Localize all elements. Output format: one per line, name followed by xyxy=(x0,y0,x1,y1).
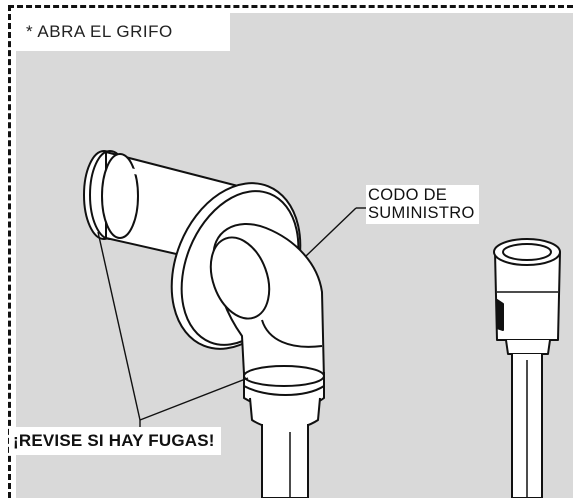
connector-detail xyxy=(496,299,504,331)
supply-elbow xyxy=(83,150,325,498)
supply-elbow-label-line1: CODO DE xyxy=(368,186,448,204)
leader-leak-thread xyxy=(97,231,141,421)
dashed-border-top xyxy=(8,5,573,8)
supply-elbow-label: CODO DE SUMINISTRO xyxy=(366,185,479,224)
supply-elbow-label-line2: SUMINISTRO xyxy=(368,203,475,222)
collar-top xyxy=(243,365,325,387)
hose-connector xyxy=(493,238,561,498)
lower-hose xyxy=(261,424,309,498)
elbow-opening xyxy=(209,236,271,320)
leader-lines xyxy=(97,207,366,432)
pipe-collar xyxy=(101,153,139,239)
leader-elbow xyxy=(305,207,357,257)
elbow-bend xyxy=(261,319,323,348)
instruction-text: * ABRA EL GRIFO xyxy=(16,13,230,51)
connector-opening xyxy=(502,243,552,261)
leader-leak-collar xyxy=(139,377,249,421)
leak-check-label: ¡REVISE SI HAY FUGAS! xyxy=(9,427,221,456)
connector-collar xyxy=(505,339,551,355)
dashed-border-left xyxy=(8,5,11,498)
